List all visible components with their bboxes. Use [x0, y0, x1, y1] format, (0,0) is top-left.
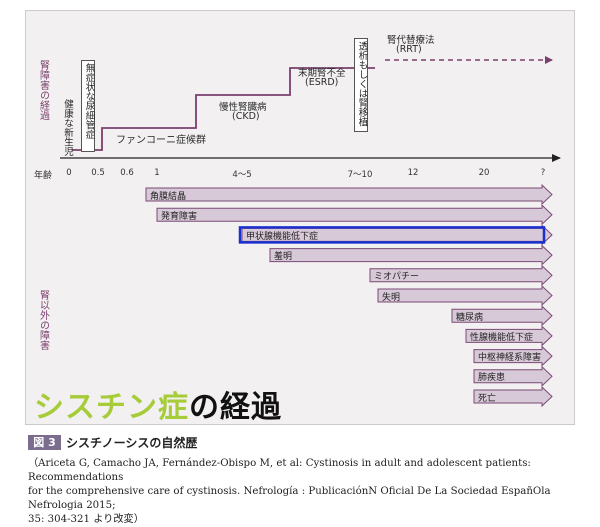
symptom-arrow-bar [473, 385, 553, 408]
symptom-label: 中枢神経系障害 [478, 353, 542, 364]
reference-line: （Ariceta G, Camacho JA, Fernández-Obispo… [28, 458, 531, 483]
axis-tick: 0.5 [91, 168, 105, 178]
stage-esrd-abbr: (ESRD) [305, 77, 339, 88]
axis-tick: 12 [407, 168, 419, 178]
symptom-label: 肺疾患 [478, 373, 506, 384]
figure-reference: （Ariceta G, Camacho JA, Fernández-Obispo… [28, 457, 588, 527]
reference-line: for the comprehensive care of cystinosis… [28, 486, 551, 511]
stage-asymptomatic: 無症状な尿細管症 [81, 60, 96, 152]
kidney-step-clean [72, 67, 375, 151]
stage-esrd: 末期腎不全 [298, 68, 346, 79]
symptom-arrow-bar [156, 204, 553, 226]
symptom-arrow-bar [269, 244, 553, 266]
symptom-arrow-bar [377, 284, 553, 307]
axis-tick: 7～10 [347, 170, 373, 180]
stage-ckd: 慢性腎臓病 [219, 102, 267, 113]
axis-tick: 20 [478, 168, 490, 178]
stage-rrt-abbr: (RRT) [396, 44, 422, 55]
stage-fanconi: ファンコーニ症候群 [116, 135, 206, 146]
figure-caption: シスチノーシスの自然歴 [66, 436, 198, 450]
extrarenal-side-label: 腎以外の障害 [37, 290, 49, 350]
age-axis-label: 年齢 [34, 171, 53, 181]
symptom-arrow-bar [451, 305, 553, 327]
overlay-title-black: の経過 [189, 390, 282, 425]
symptom-label: 発育障害 [161, 211, 198, 222]
stage-healthy-newborn: 健康な新生児 [61, 99, 73, 156]
diagram-graphics [60, 56, 561, 408]
symptom-arrow-bar [473, 345, 553, 367]
kidney-side-label: 腎障害の経過 [37, 60, 49, 120]
symptom-label: 糖尿病 [456, 312, 484, 323]
stage-rrt: 腎代替療法 [387, 35, 435, 46]
axis-tick: 0.6 [120, 168, 134, 178]
symptom-label: 甲状腺機能低下症 [246, 231, 319, 242]
reference-line: 35: 304-321 より改変） [28, 514, 144, 525]
axis-tick: ? [540, 168, 546, 178]
axis-tick: 1 [154, 168, 160, 178]
symptom-label: 羞明 [274, 252, 293, 263]
stage-dialysis: 透析もしくは腎移植 [354, 38, 369, 132]
highlight-box [238, 226, 546, 244]
symptom-arrow-bar [369, 264, 553, 286]
figure-tag: 図 3 [28, 435, 61, 450]
overlay-title-green: シスチン症 [34, 390, 189, 425]
symptom-arrow-bar [473, 365, 553, 387]
symptom-arrow-bar [465, 325, 553, 347]
symptom-label: 失明 [382, 292, 401, 303]
stage-ckd-abbr: (CKD) [232, 111, 260, 122]
symptom-label: ミオパチー [374, 272, 420, 283]
symptom-label: 死亡 [478, 393, 497, 404]
symptom-label: 角膜結晶 [150, 191, 187, 202]
symptom-arrow-bar [145, 183, 553, 206]
axis-tick: 0 [66, 168, 72, 178]
symptom-label: 性腺機能低下症 [470, 332, 534, 343]
overlay-title: シスチン症の経過 [34, 382, 282, 426]
axis-tick: 4～5 [232, 170, 252, 180]
